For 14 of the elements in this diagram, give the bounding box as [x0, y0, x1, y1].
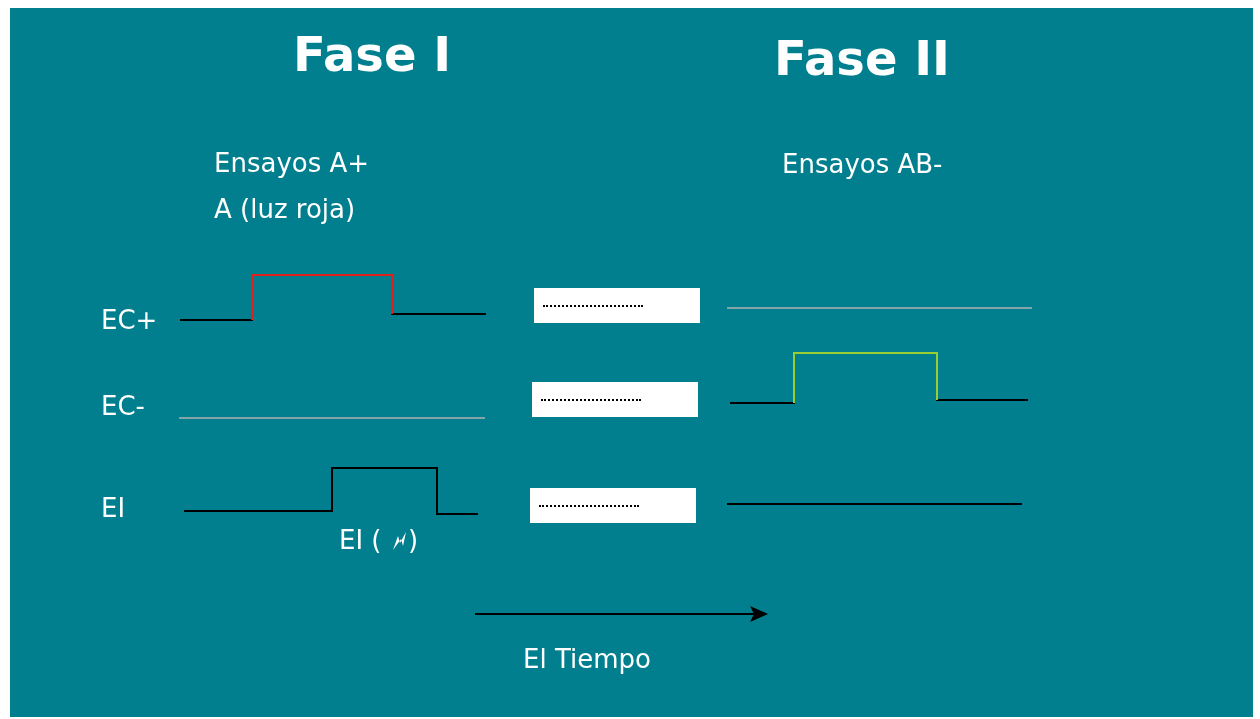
stimulus-label: A (luz roja)	[214, 196, 356, 222]
input-box	[532, 382, 698, 417]
trial-label: Ensayos AB-	[782, 151, 943, 177]
input-box	[530, 488, 696, 523]
signal-label: EC+	[101, 307, 158, 333]
signal-label: EI	[101, 495, 126, 521]
trial-label: Ensayos A+	[214, 150, 370, 176]
phase-title: Fase II	[774, 34, 950, 82]
stimulus-label: EI (	[339, 527, 382, 553]
signal-label: EC-	[101, 393, 145, 419]
axis-label: El Tiempo	[523, 646, 651, 672]
input-box	[534, 288, 700, 323]
stimulus-label: )	[408, 527, 419, 553]
phase-title: Fase I	[293, 30, 452, 78]
